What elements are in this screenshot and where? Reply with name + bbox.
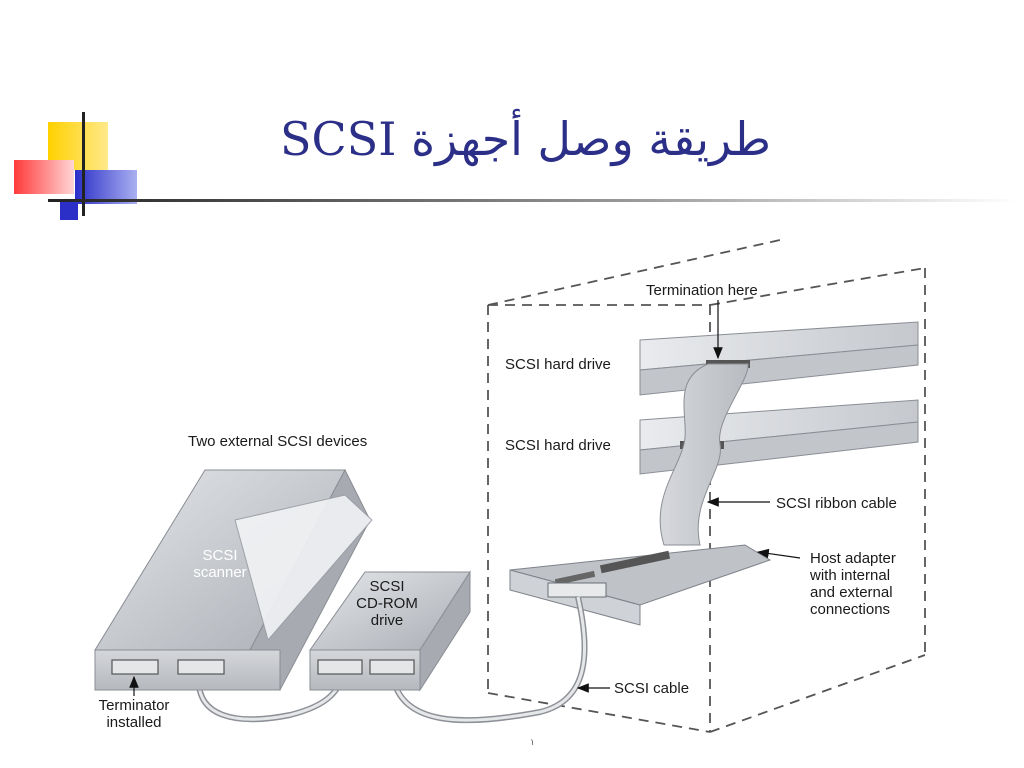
scsi-scanner [94,468,373,691]
scsi-ribbon-cable [659,363,749,546]
cdrom-scsi-port-2 [369,659,415,675]
scanner-scsi-port [177,659,225,675]
scsi-cdrom-drive [309,570,471,692]
label-arrows [129,300,801,696]
slide-corner-decoration [14,112,1018,220]
label-scsi-cable: SCSI cable [614,680,690,697]
label-two-external-devices: Two external SCSI devices [188,433,368,450]
label-scanner: SCSI scanner [193,547,247,581]
label-termination-here: Termination here [646,282,758,299]
label-terminator: Terminator installed [98,697,170,731]
label-host-adapter: Host adapter with internal and external … [810,550,896,618]
terminator-plug [111,659,159,675]
label-hard-drive-1: SCSI hard drive [505,356,611,373]
slide-footer-number: ١ [530,738,535,748]
label-cdrom: SCSI CD-ROM drive [356,578,418,629]
label-hard-drive-2: SCSI hard drive [505,437,611,454]
slide-title: طريقة وصل أجهزة SCSI [280,112,772,166]
cdrom-scsi-port-1 [317,659,363,675]
host-adapter-card [509,544,772,626]
scsi-hard-drive-1 [639,321,919,396]
label-ribbon-cable: SCSI ribbon cable [776,495,897,512]
